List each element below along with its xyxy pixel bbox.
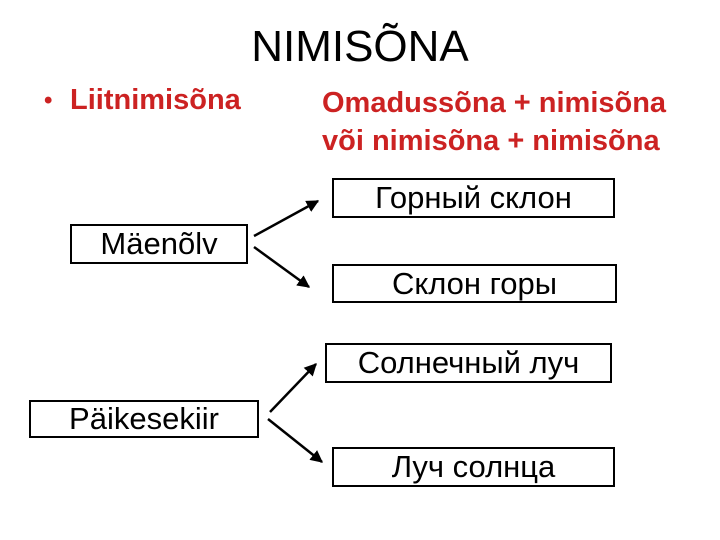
arrow-maenolv-to-sklon-gory bbox=[253, 245, 311, 289]
arrow-paikesekiir-to-solnechny-luch bbox=[269, 363, 317, 413]
box-sklon-gory: Склон горы bbox=[332, 264, 617, 303]
formula-line-2: või nimisõna + nimisõna bbox=[322, 125, 660, 157]
formula-line-1: Omadussõna + nimisõna bbox=[322, 87, 667, 119]
box-luch-solntsa: Луч солнца bbox=[332, 447, 615, 487]
bullet-marker: • bbox=[44, 87, 53, 114]
box-paikesekiir: Päikesekiir bbox=[29, 400, 259, 438]
box-maenolv: Mäenõlv bbox=[70, 224, 248, 264]
arrow-maenolv-to-gorny-sklon bbox=[253, 199, 320, 238]
slide-title: NIMISÕNA bbox=[251, 22, 469, 71]
arrow-paikesekiir-to-luch-solntsa bbox=[267, 418, 323, 463]
bullet-label: Liitnimisõna bbox=[70, 84, 241, 116]
formula-block: Omadussõna + nimisõna või nimisõna + nim… bbox=[322, 84, 666, 160]
box-solnechny-luch: Солнечный луч bbox=[325, 343, 612, 383]
bullet-item-liitnimisona: • Liitnimisõna bbox=[44, 84, 241, 117]
box-gorny-sklon: Горный склон bbox=[332, 178, 615, 218]
